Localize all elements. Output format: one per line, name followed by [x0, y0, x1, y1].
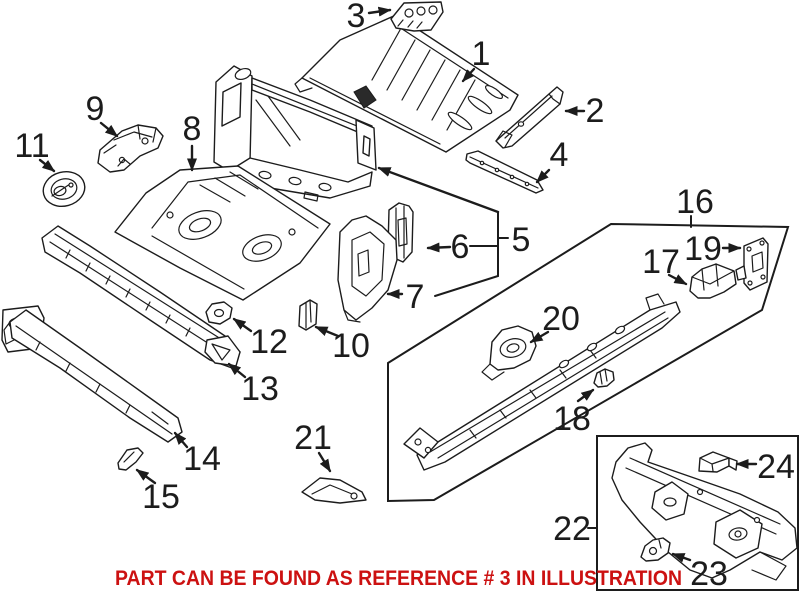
part-5-back-panel-assembly [213, 65, 377, 202]
callout-17-label: 17 [642, 243, 680, 281]
callout-24: 24 [735, 448, 795, 486]
callout-15-arrow [135, 468, 157, 485]
part-24-clip [698, 451, 738, 473]
callout-10-label: 10 [332, 327, 370, 365]
part-3-bracket [390, 1, 444, 32]
callout-18-label: 18 [553, 400, 591, 438]
callout-5-bracket [434, 211, 509, 297]
callout-10-arrow [314, 325, 340, 338]
part-22-cowl-panel [611, 442, 798, 581]
callout-14-label: 14 [183, 440, 221, 478]
callout-19-label: 19 [684, 230, 722, 268]
callout-14: 14 [173, 431, 221, 478]
callout-3: 3 [347, 0, 392, 35]
callout-1-label: 1 [472, 35, 491, 73]
callout-3-arrow [367, 6, 392, 17]
part-20-spring-tower [481, 325, 537, 381]
callout-20: 20 [529, 300, 580, 344]
callout-12-arrow [232, 317, 253, 333]
callout-13-label: 13 [241, 370, 279, 408]
callout-21: 21 [294, 419, 332, 473]
part-21-bracket [301, 477, 367, 504]
callout-22: 22 [553, 510, 598, 548]
callout-5-arrow [377, 166, 500, 214]
callout-14-arrow [173, 431, 189, 449]
callout-6: 6 [426, 228, 498, 266]
callout-13-arrow [227, 362, 247, 379]
callout-18: 18 [553, 388, 595, 438]
callout-15-label: 15 [142, 478, 180, 516]
callout-12-label: 12 [250, 323, 288, 361]
callout-10: 10 [314, 325, 370, 365]
callout-11-label: 11 [14, 127, 49, 165]
callout-6-arrow [426, 242, 452, 253]
callout-8: 8 [183, 110, 202, 172]
reference-box-16 [387, 222, 790, 503]
callout-9: 9 [86, 90, 119, 138]
callout-1-arrow [461, 67, 476, 83]
part-8-front-floor-pan [114, 165, 331, 301]
callout-16-label: 16 [676, 183, 714, 221]
part-15-bracket [117, 447, 144, 471]
callout-18-arrow [576, 388, 595, 403]
part-14-side-panel [3, 309, 183, 443]
callout-17: 17 [642, 243, 688, 286]
callout-2: 2 [564, 92, 605, 130]
callout-4: 4 [535, 136, 569, 184]
callout-3-label: 3 [347, 0, 366, 35]
callout-2-label: 2 [586, 92, 605, 130]
callout-9-label: 9 [86, 90, 105, 128]
part-1-rear-floor-pan [294, 14, 519, 153]
callout-1: 1 [461, 35, 491, 83]
callout-5-label: 5 [512, 221, 531, 259]
reference-note: PART CAN BE FOUND AS REFERENCE # 3 IN IL… [115, 567, 682, 590]
callout-4-label: 4 [550, 136, 569, 174]
reference-box-22 [596, 435, 799, 591]
callout-21-arrow [317, 451, 332, 473]
part-17-channel-bracket [689, 263, 737, 299]
callout-15: 15 [135, 468, 180, 516]
part-4-sill-strip [465, 150, 544, 194]
callout-7: 7 [386, 278, 425, 316]
part-9-support-bracket [97, 124, 164, 173]
part-7-pillar-reinforcement [337, 215, 398, 323]
part-10-bracket [298, 299, 318, 331]
part-11-grommet [42, 171, 86, 207]
callout-23-label: 23 [690, 555, 728, 592]
callout-13: 13 [227, 362, 279, 408]
callout-23-arrow [671, 552, 692, 563]
callout-12: 12 [232, 317, 288, 361]
callout-21-label: 21 [294, 419, 332, 457]
part-12-plate [205, 301, 233, 325]
callout-7-label: 7 [406, 278, 425, 316]
callout-20-arrow [529, 330, 550, 344]
callout-8-label: 8 [183, 110, 202, 148]
callout-22-label: 22 [553, 510, 591, 548]
part-18-clip [593, 368, 615, 388]
callout-16: 16 [676, 183, 714, 228]
part-19-mount-plate [735, 237, 769, 291]
callout-19: 19 [684, 230, 742, 268]
callout-11: 11 [14, 127, 56, 173]
callout-6-label: 6 [451, 228, 470, 266]
callout-20-label: 20 [542, 300, 580, 338]
callout-23: 23 [671, 552, 728, 592]
part-23-grommet [640, 537, 671, 562]
callout-9-arrow [99, 121, 119, 138]
callout-11-arrow [38, 158, 56, 173]
callout-4-arrow [535, 168, 551, 184]
callout-24-label: 24 [757, 448, 795, 486]
callout-17-arrow [667, 273, 688, 286]
part-2-side-rail [495, 86, 564, 149]
callout-5: 5 [377, 166, 531, 297]
part-16-frame-rail-assembly [403, 293, 681, 471]
